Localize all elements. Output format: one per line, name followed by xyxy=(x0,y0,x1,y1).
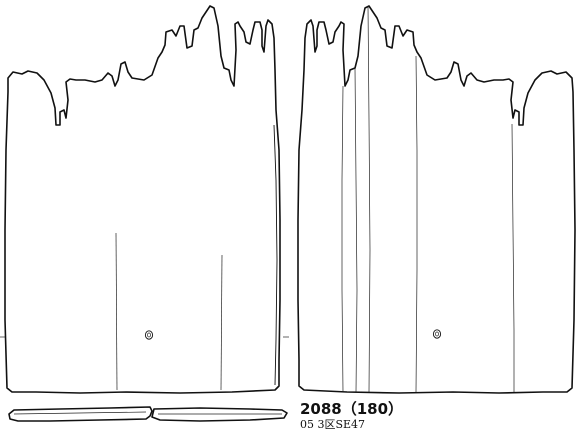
cross-section-left-grain xyxy=(13,411,147,415)
artifact-number: 2088（180） xyxy=(300,400,404,418)
board-back-outline xyxy=(297,5,576,394)
peg-hole-back xyxy=(432,329,442,339)
board-front-grain-1 xyxy=(115,232,118,391)
board-back-grain-3 xyxy=(367,5,371,393)
artifact-caption: 2088（180） 05 3区SE47 xyxy=(300,400,404,431)
cross-section-right xyxy=(151,407,288,422)
board-front-outline xyxy=(4,5,281,394)
board-back-grain-1 xyxy=(341,85,344,393)
board-front-grain-2 xyxy=(220,254,223,391)
board-back-view xyxy=(297,5,576,394)
board-back-grain-4 xyxy=(415,55,418,393)
board-front-edge-line xyxy=(273,124,278,386)
peg-hole-back-inner xyxy=(435,331,439,337)
peg-hole-front xyxy=(144,330,154,340)
board-front-view xyxy=(4,5,281,394)
cross-section-view xyxy=(8,406,288,422)
board-back-grain-2 xyxy=(354,67,358,393)
board-back-grain-5 xyxy=(511,123,515,392)
cross-section-left xyxy=(8,406,153,422)
artifact-context: 05 3区SE47 xyxy=(300,418,366,431)
peg-hole-front-inner xyxy=(147,332,151,338)
